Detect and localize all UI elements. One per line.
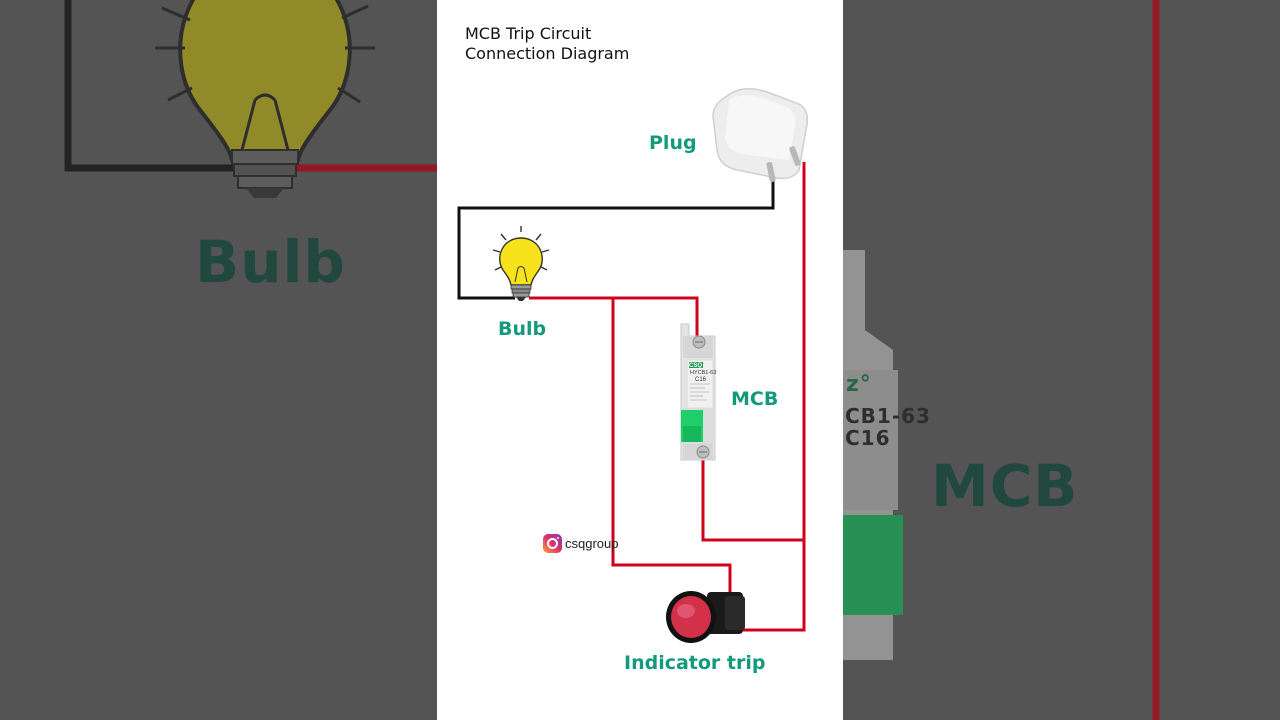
background-mcb-model: CB1-63 — [845, 404, 931, 428]
bulb-icon — [492, 226, 550, 301]
live-wire-mcb-to-plug — [701, 452, 804, 542]
live-wire-branch-to-indicator — [611, 298, 732, 598]
background-bulb-label: Bulb — [195, 228, 346, 296]
background-mcb-rating: C16 — [845, 426, 891, 450]
background-mcb-label: MCB — [931, 452, 1079, 520]
plug-label: Plug — [649, 132, 697, 154]
mcb-brand-text: CSQ — [689, 363, 702, 369]
mcb-rating-text: C16 — [695, 377, 707, 383]
live-wire-bulb-to-mcb — [529, 296, 699, 340]
bulb-label: Bulb — [498, 318, 547, 340]
mcb-label: MCB — [731, 388, 779, 410]
diagram-title: MCB Trip Circuit Connection Diagram — [465, 24, 629, 64]
background-left: Bulb — [0, 0, 437, 720]
indicator-trip-label: Indicator trip — [624, 652, 766, 674]
social-handle[interactable]: csqgroup — [543, 534, 618, 553]
background-right: z° CB1-63 C16 MCB — [843, 0, 1280, 720]
diagram-title-line-2: Connection Diagram — [465, 44, 630, 63]
social-handle-text: csqgroup — [565, 536, 619, 551]
diagram-panel: CSQ HYCB1-63 C16 MCB Trip Circuit Connec… — [437, 0, 843, 720]
instagram-icon — [543, 534, 562, 553]
circuit-diagram: CSQ HYCB1-63 C16 — [457, 88, 809, 643]
plug-icon — [712, 88, 809, 183]
mcb-model-text: HYCB1-63 — [690, 370, 716, 376]
indicator-lamp-icon — [666, 591, 745, 643]
neutral-wire — [457, 170, 775, 300]
diagram-title-line-1: MCB Trip Circuit — [465, 24, 592, 43]
background-mcb-brand: z° — [846, 372, 872, 397]
background-mcb-zoom — [843, 0, 1160, 720]
background-bulb-zoom — [64, 0, 437, 198]
mcb-breaker-icon: CSQ HYCB1-63 C16 — [680, 323, 716, 461]
live-wire-plug-to-indicator — [740, 162, 806, 632]
